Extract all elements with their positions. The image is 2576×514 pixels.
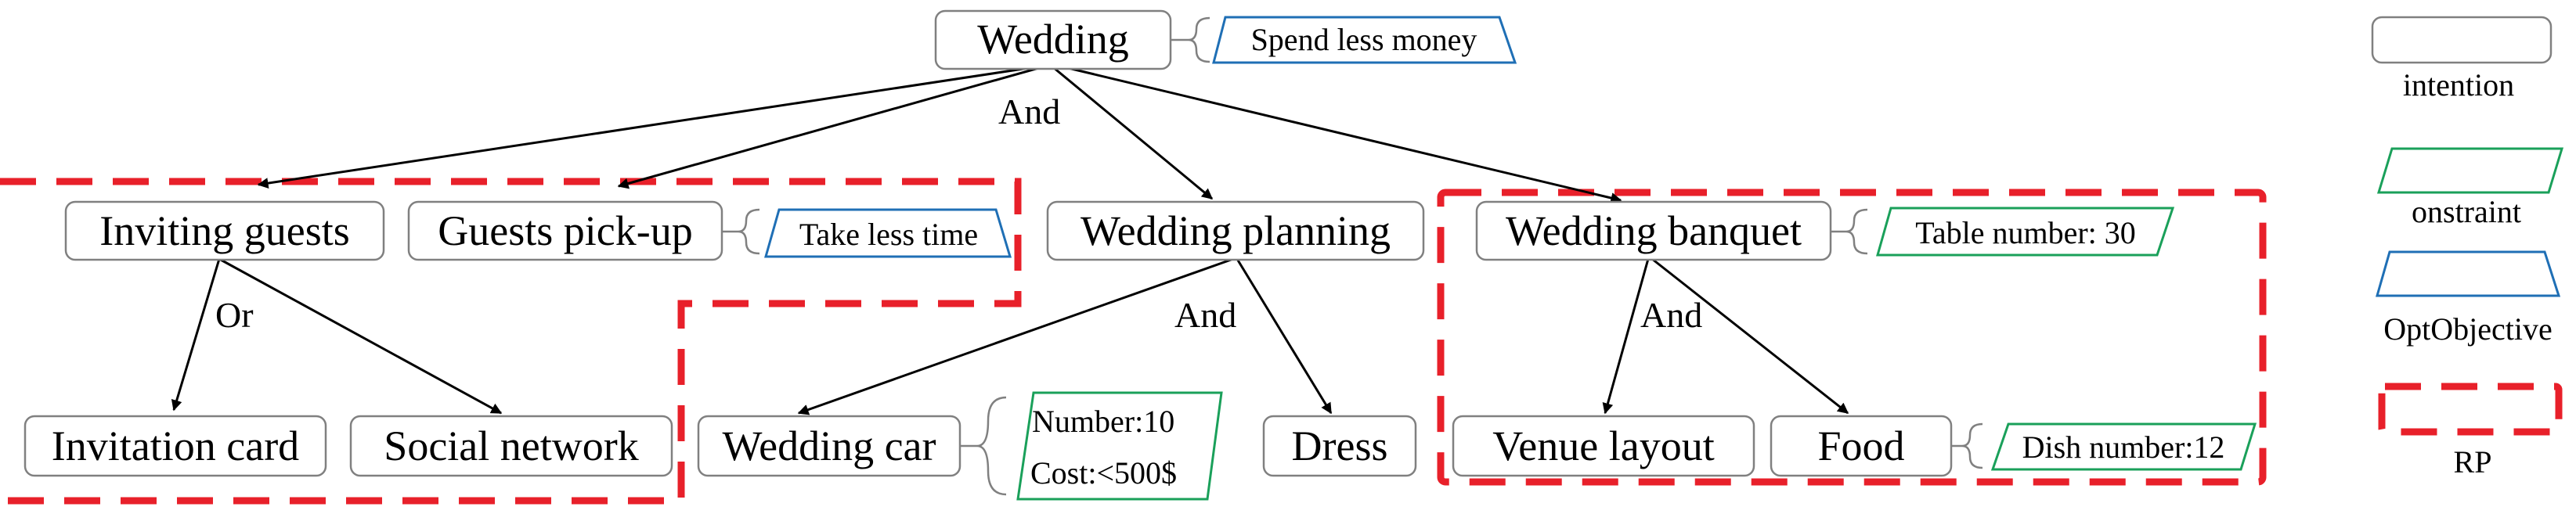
- legend-objective-label: OptObjective: [2383, 311, 2553, 347]
- edge-wedding-banquet-food: [1651, 257, 1849, 415]
- constraint-wedding-car-shape: [1016, 391, 1223, 501]
- objective-wedding-brace: [1171, 16, 1210, 63]
- constraint-wedding-banquet-brace: [1831, 208, 1868, 255]
- objective-guests-pickup-label: Take less time: [799, 217, 978, 252]
- constraint-wedding-car-line2: Cost:<500$: [1030, 455, 1177, 491]
- constraint-wedding-car-brace: [960, 396, 1007, 496]
- decomp-label-inviting-guests: Or: [215, 295, 254, 335]
- decomp-label-wedding-banquet: And: [1640, 295, 1702, 335]
- goal-dress-label: Dress: [1292, 422, 1388, 469]
- edge-wedding-banquet-venue-layout: [1602, 258, 1650, 415]
- edge-wedding-guests-pickup: [617, 66, 1042, 189]
- edge-wedding-wedding-planning: [1052, 66, 1214, 200]
- goal-food-label: Food: [1817, 422, 1904, 469]
- constraint-food-brace: [1951, 422, 1983, 469]
- goal-social-network-label: Social network: [384, 422, 638, 469]
- legend-constraint-label: onstraint: [2412, 194, 2521, 229]
- goal-venue-layout-label: Venue layout: [1492, 422, 1714, 469]
- edge-wedding-planning-wedding-car: [797, 257, 1234, 415]
- goal-wedding-car-label: Wedding car: [722, 422, 936, 469]
- edge-inviting-guests-invitation-card: [171, 258, 221, 412]
- goal-inviting-guests-box: [64, 200, 385, 261]
- objective-guests-pickup-shape: [764, 208, 1012, 258]
- rp-region-banquet: [1437, 189, 2267, 486]
- constraint-wedding-banquet-shape: [1876, 207, 2175, 257]
- constraint-wedding-banquet-label: Table number: 30: [1915, 215, 2136, 250]
- goal-inviting-guests-label: Inviting guests: [99, 207, 350, 254]
- constraint-food-label: Dish number:12: [2022, 430, 2225, 465]
- legend-objective-shape: [2376, 250, 2561, 297]
- objective-wedding-label: Spend less money: [1251, 22, 1477, 57]
- goal-wedding-banquet-label: Wedding banquet: [1506, 207, 1802, 254]
- edge-wedding-inviting-guests: [257, 66, 1034, 189]
- constraint-food-shape: [1990, 422, 2257, 471]
- objective-guests-pickup-brace: [722, 208, 760, 255]
- goal-wedding-label: Wedding: [977, 16, 1129, 63]
- objective-wedding-shape: [1212, 16, 1517, 64]
- constraint-wedding-car-line1: Number:10: [1032, 404, 1174, 439]
- goal-invitation-card-box: [23, 415, 327, 477]
- edge-wedding-wedding-banquet: [1064, 66, 1622, 203]
- goal-wedding-planning-box: [1046, 200, 1425, 261]
- edge-wedding-planning-dress: [1236, 258, 1333, 415]
- goal-wedding-planning-label: Wedding planning: [1081, 207, 1391, 254]
- goal-social-network-box: [349, 415, 673, 477]
- goal-venue-layout-box: [1452, 415, 1755, 477]
- legend-constraint-shape: [2376, 147, 2564, 194]
- goal-invitation-card-label: Invitation card: [52, 422, 299, 469]
- legend-intention-shape: [2371, 16, 2553, 64]
- legend: intention onstraint OptObjective RP: [2371, 16, 2564, 480]
- decomp-label-wedding: And: [998, 92, 1060, 131]
- rp-region-guests: [0, 178, 1022, 505]
- decomp-label-wedding-planning: And: [1174, 295, 1236, 335]
- legend-intention-label: intention: [2403, 67, 2514, 102]
- goal-guests-pickup-label: Guests pick-up: [438, 207, 692, 254]
- legend-rp-shape: [2378, 383, 2563, 436]
- edge-inviting-guests-social-network: [218, 257, 503, 415]
- legend-rp-label: RP: [2454, 444, 2492, 480]
- goal-dress-box: [1262, 415, 1417, 477]
